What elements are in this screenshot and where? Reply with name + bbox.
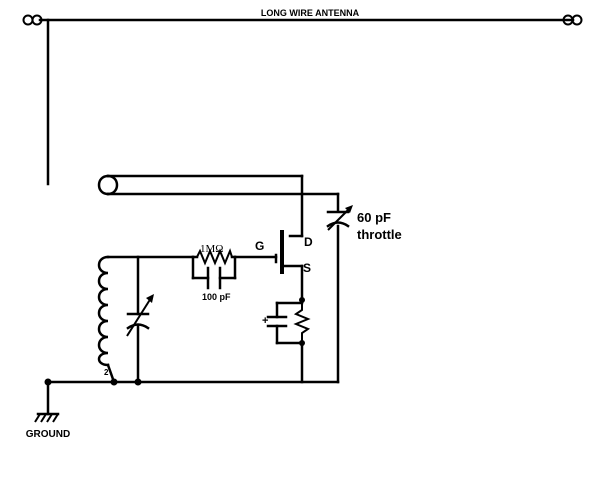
tank-circuit-wiring — [106, 255, 278, 384]
long-wire-antenna — [22, 14, 583, 186]
ground-symbol — [34, 412, 60, 423]
throttle-value-label: 60 pF — [357, 210, 391, 225]
grid-leak-network — [191, 248, 237, 290]
ground-bus — [44, 378, 340, 416]
fet-transistor — [274, 230, 304, 302]
drain-loop-wiring — [288, 174, 340, 384]
capacitor-label: 100 pF — [202, 292, 231, 302]
tuning-coil — [97, 255, 110, 367]
ground-label: GROUND — [26, 429, 70, 440]
tuning-variable-capacitor — [126, 294, 154, 337]
gate-label: G — [255, 239, 264, 253]
antenna-coupling-coil — [97, 174, 340, 196]
antenna-label: LONG WIRE ANTENNA — [261, 8, 360, 18]
throttle-variable-capacitor — [326, 205, 353, 231]
source-bias-network — [266, 297, 311, 384]
throttle-name-label: throttle — [357, 227, 402, 242]
source-label: S — [303, 261, 311, 275]
resistor-label: 1MΩ — [200, 243, 223, 255]
coil-tap-label: 2 — [104, 368, 109, 377]
polarity-plus-label: + — [262, 315, 268, 327]
drain-label: D — [304, 235, 313, 249]
